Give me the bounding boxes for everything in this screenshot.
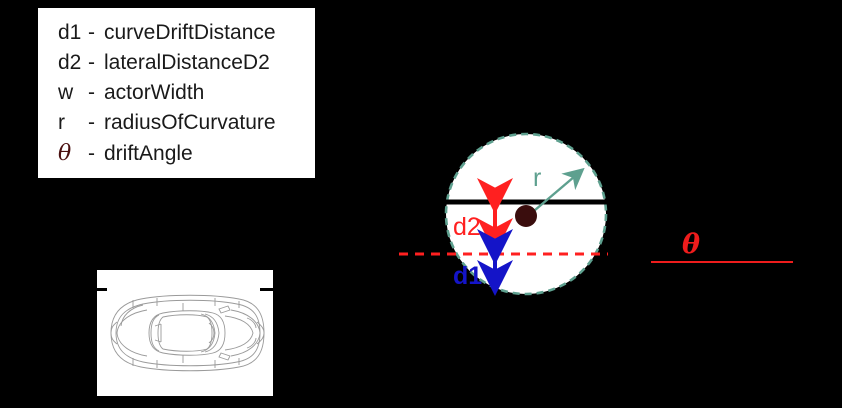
car-illustration-panel [97, 270, 273, 396]
legend-item: r - radiusOfCurvature [58, 111, 315, 141]
legend-label-actor-width: actorWidth [104, 81, 205, 104]
legend-symbol-theta: θ [58, 141, 72, 166]
legend-symbol-d2: d2 [58, 51, 82, 74]
circle-center-dot-icon [515, 205, 537, 227]
legend-label-lateral-distance: lateralDistanceD2 [104, 51, 270, 74]
panel-tick-mark [97, 288, 107, 291]
legend-dash: - [88, 142, 95, 165]
legend-symbol-d1: d1 [58, 21, 82, 44]
curvature-geometry-diagram [399, 128, 620, 304]
legend-panel: d1 - curveDriftDistance d2 - lateralDist… [38, 8, 315, 178]
legend-dash: - [88, 51, 95, 74]
panel-tick-mark [260, 288, 273, 291]
legend-dash: - [88, 111, 95, 134]
legend-dash: - [88, 21, 95, 44]
lateral-distance-label: d2 [453, 213, 481, 241]
legend-label-radius-of-curvature: radiusOfCurvature [104, 111, 276, 134]
legend-item: w - actorWidth [58, 81, 315, 111]
car-top-view-icon [110, 294, 265, 372]
legend-dash: - [88, 81, 95, 104]
curve-drift-distance-label: d1 [453, 262, 483, 290]
legend-item: d1 - curveDriftDistance [58, 21, 315, 51]
drift-angle-label: θ [682, 229, 701, 260]
radius-label: r [533, 164, 542, 192]
legend-symbol-r: r [58, 111, 65, 134]
legend-symbol-w: w [58, 81, 74, 104]
curvature-circle-outline [444, 132, 608, 296]
legend-label-curve-drift-distance: curveDriftDistance [104, 21, 276, 44]
legend-item: θ - driftAngle [58, 141, 315, 171]
legend-label-drift-angle: driftAngle [104, 142, 193, 165]
legend-item: d2 - lateralDistanceD2 [58, 51, 315, 81]
radius-arrow-icon [527, 167, 585, 217]
drift-angle-reference-line [651, 261, 793, 263]
